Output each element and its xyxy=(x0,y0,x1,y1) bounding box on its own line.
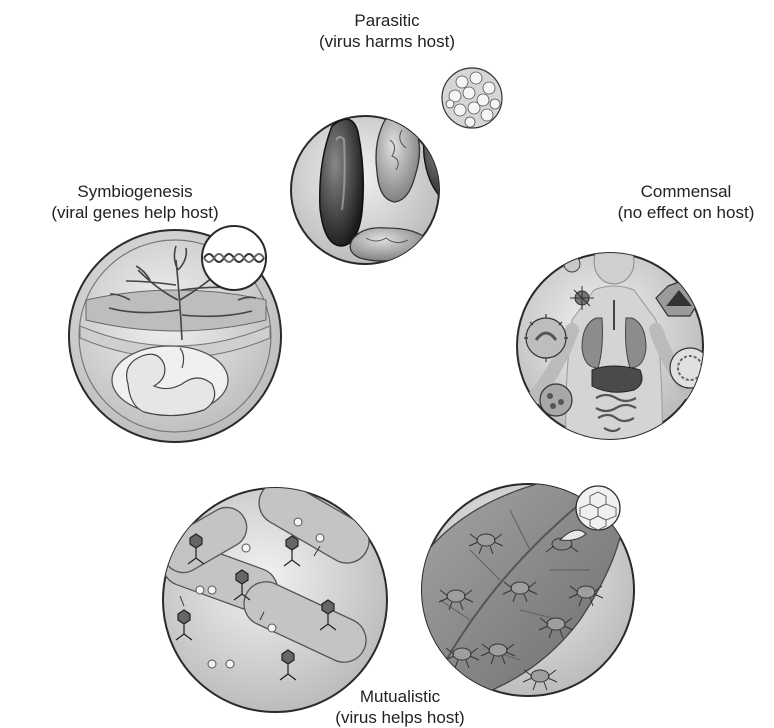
virus-particle-icon xyxy=(576,486,620,530)
mutualistic-aphid-circle xyxy=(402,470,634,710)
commensal-virus-icon xyxy=(540,384,572,416)
mutualistic-bacteria-circle xyxy=(156,473,387,712)
virus-particle-icon xyxy=(442,68,502,128)
dna-inset-icon xyxy=(202,226,266,290)
parasitic-circle xyxy=(291,68,502,264)
symbiogenesis-circle xyxy=(69,226,281,442)
tuber-illustration xyxy=(350,228,458,261)
commensal-circle xyxy=(517,240,710,480)
potato-illustration xyxy=(376,78,420,202)
commensal-virus-icon xyxy=(670,348,710,388)
